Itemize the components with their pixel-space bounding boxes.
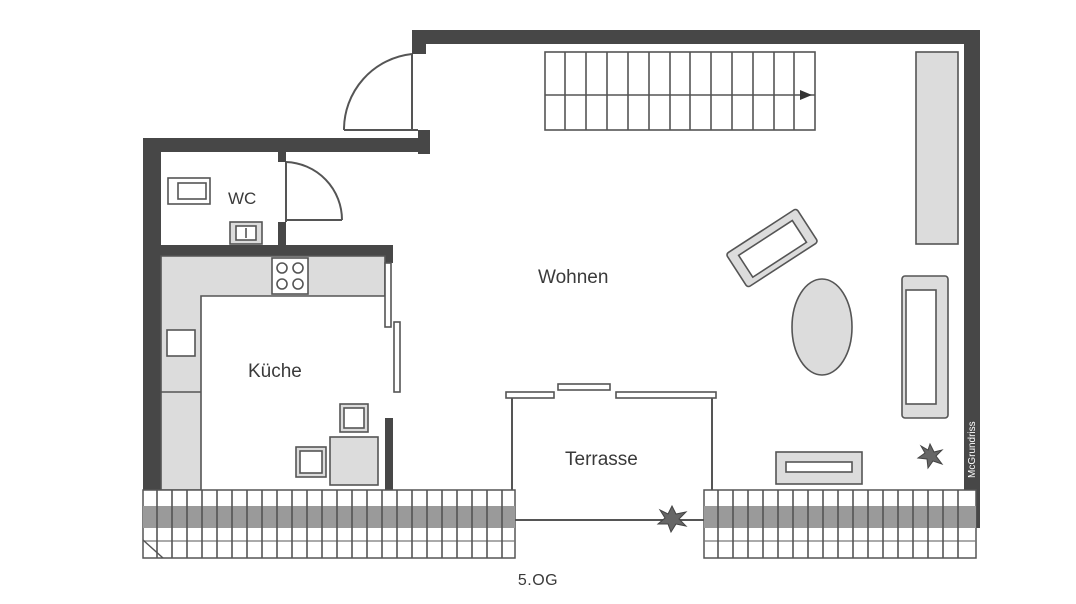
wall-wc-right-lower [278,222,286,246]
plant-icon [916,442,944,470]
credit-label: McGrundriss [967,421,978,478]
toilet-inner [177,182,207,200]
wc-door [285,161,343,222]
wall-right [964,30,980,528]
cooktop [271,257,309,295]
floor-caption: 5.OG [517,572,559,589]
wall-top-main [412,30,980,44]
wall-kitchen-top [161,245,393,256]
armchair-sofa [726,208,818,288]
living-furniture [726,208,949,485]
walls [143,30,980,530]
wall-top-wc [143,138,430,152]
kitchen-counters [160,255,386,491]
kitchen-sliding-door [384,262,401,393]
room-label-wc: WC [228,189,256,208]
wall-left [143,138,161,530]
dining-set [295,403,379,486]
balcony-railing-left [142,489,516,559]
room-label-terrace: Terrasse [565,449,638,470]
wc-fixtures [167,177,263,245]
wall-cabinet [915,51,959,245]
wall-kitchen-right-lower [385,418,393,492]
entry-door [342,53,418,131]
coffee-table [791,278,853,376]
kitchen-sink [166,329,196,357]
wall-entry-left [412,30,426,54]
room-label-kitchen: Küche [248,361,302,382]
dining-table [329,436,379,486]
balcony-railing-right [703,489,977,559]
terrace-plant-icon [656,504,688,534]
wall-kitchen-right-top [385,245,393,263]
room-label-living: Wohnen [538,267,608,288]
staircase [544,51,816,131]
wall-wc-right [278,152,286,162]
